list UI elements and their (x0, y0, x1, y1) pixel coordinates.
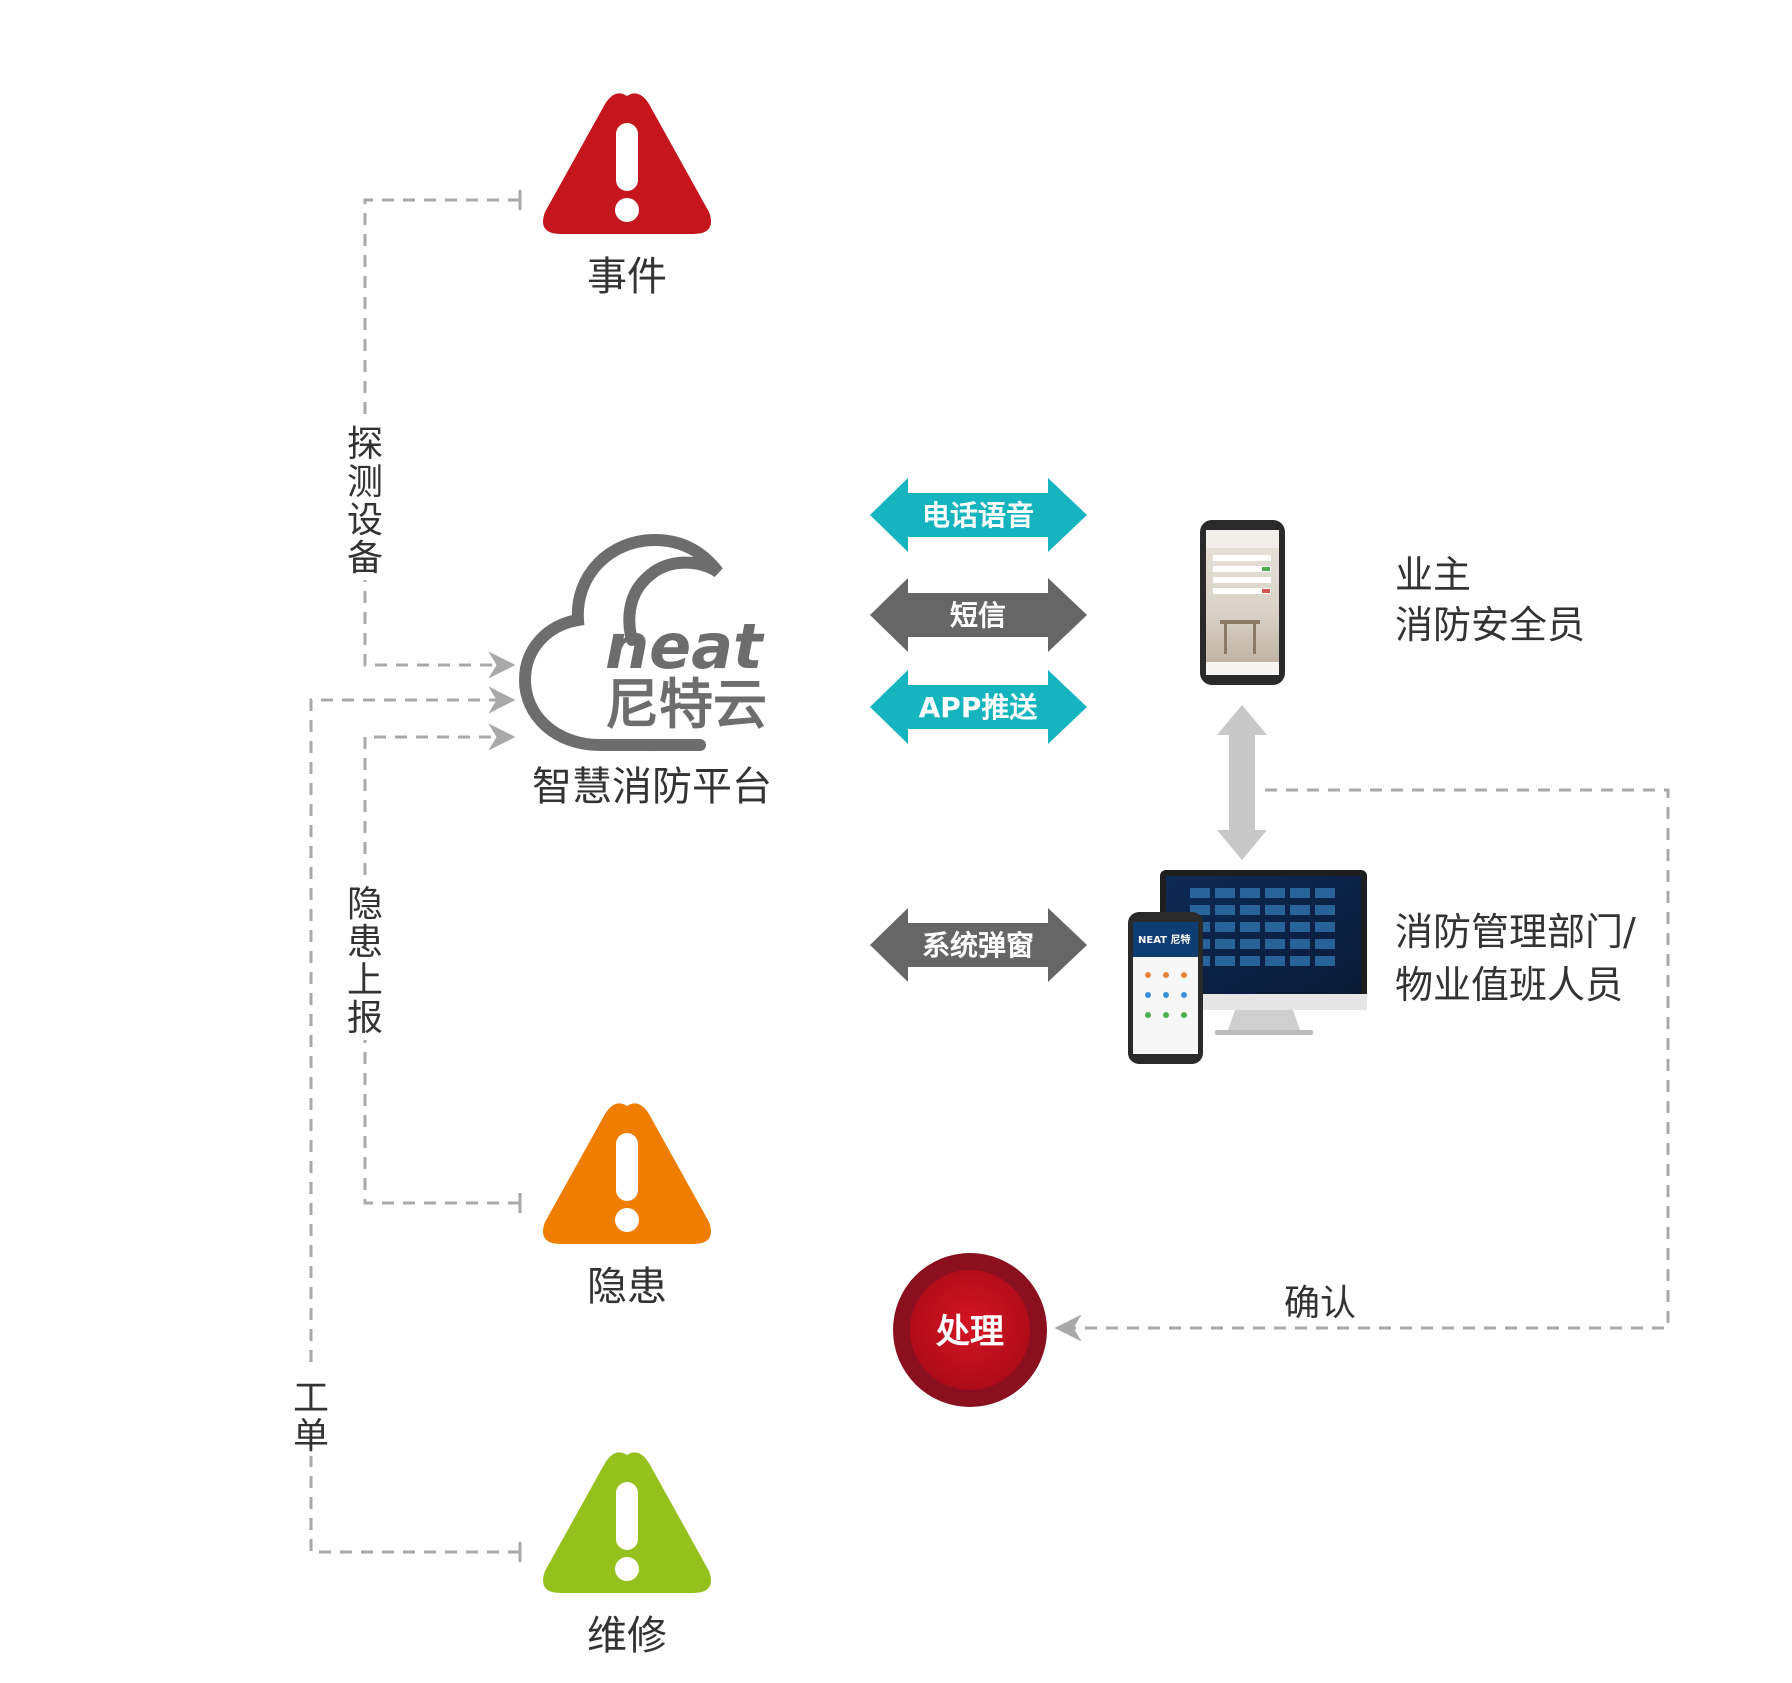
screen-brand: NEAT 尼特 (1138, 933, 1190, 946)
sync-arrow (1217, 705, 1267, 860)
event-node[interactable]: 事件 (543, 93, 711, 300)
channel-arrow-phone-voice[interactable]: 电话语音 (870, 478, 1087, 552)
warning-triangle-icon (543, 1452, 711, 1593)
event-label: 事件 (587, 254, 667, 300)
mgmt-devices-illustration: NEAT 尼特 (1128, 870, 1367, 1064)
logo-cn-text: 尼特云 (605, 673, 767, 736)
channel-label: 电话语音 (922, 499, 1034, 532)
mgmt-line2: 物业值班人员 (1395, 963, 1623, 1007)
owner-phone-illustration (1200, 520, 1285, 685)
repair-node[interactable]: 维修 (543, 1452, 711, 1659)
warning-triangle-icon (543, 93, 711, 234)
svg-text:隐患上报: 隐患上报 (347, 884, 383, 1039)
svg-text:探测设备: 探测设备 (347, 424, 383, 579)
mgmt-role: 消防管理部门/ 物业值班人员 (1395, 910, 1636, 1007)
process-button[interactable]: 处理 (893, 1253, 1047, 1407)
owner-line1: 业主 (1395, 553, 1471, 597)
channel-label: 系统弹窗 (922, 929, 1034, 962)
platform-label: 智慧消防平台 (532, 764, 772, 810)
repair-label: 维修 (587, 1613, 667, 1659)
mgmt-line1: 消防管理部门/ (1395, 910, 1636, 954)
owner-line2: 消防安全员 (1395, 603, 1585, 647)
channel-arrow-app-push[interactable]: APP推送 (870, 670, 1087, 744)
confirm-label: 确认 (1284, 1283, 1356, 1324)
report-label: 隐患上报 (335, 878, 395, 1040)
channel-arrow-sms[interactable]: 短信 (870, 578, 1087, 652)
channel-label: 短信 (950, 599, 1006, 632)
platform-node[interactable]: neat 尼特云 智慧消防平台 (518, 533, 772, 810)
channel-arrow-system-popup[interactable]: 系统弹窗 (870, 908, 1087, 982)
channel-label: APP推送 (919, 691, 1038, 724)
warning-triangle-icon (543, 1103, 711, 1244)
cloud-logo-icon (518, 533, 723, 751)
hazard-node[interactable]: 隐患 (543, 1103, 711, 1310)
workorder-connector (309, 686, 522, 1562)
logo-text: neat (605, 610, 765, 683)
hazard-label: 隐患 (587, 1264, 667, 1310)
workorder-label: 工单 (281, 1370, 341, 1457)
process-label: 处理 (935, 1312, 1004, 1352)
detect-label: 探测设备 (335, 418, 395, 580)
confirm-connector (1054, 788, 1670, 1342)
svg-text:工单: 工单 (293, 1378, 329, 1457)
owner-role: 业主 消防安全员 (1395, 553, 1585, 647)
